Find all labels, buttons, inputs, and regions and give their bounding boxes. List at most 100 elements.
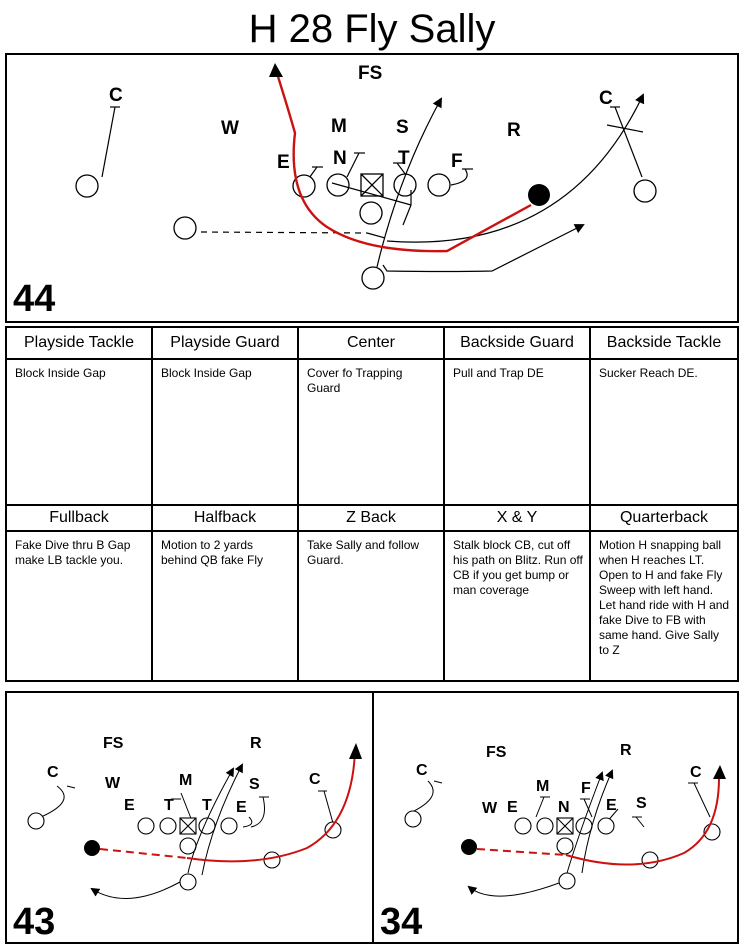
label-e-left: E [124,797,135,814]
ball-carrier-arrowhead [269,63,283,77]
label-t: T [398,148,410,169]
label-s: S [249,776,260,793]
black-routes [90,763,243,899]
assignment-cell: X & Y Stalk block CB, cut off his path on… [445,506,591,680]
label-e: E [277,152,290,173]
ball-carrier-arrowhead [713,765,726,779]
label-c-left: C [416,762,428,779]
assignment-text: Sucker Reach DE. [599,366,698,380]
label-n: N [558,799,570,816]
label-m: M [536,778,549,795]
label-fs: FS [486,744,507,761]
ball-carrier-path-sweep [186,750,356,863]
label-r: R [250,735,262,752]
label-m: M [179,772,192,789]
label-e-right: E [606,797,617,814]
ball-carrier-path [273,66,532,253]
label-c-right: C [599,88,613,109]
assignment-text: Fake Dive thru B Gap make LB tackle you. [15,538,131,567]
page-title: H 28 Fly Sally [248,7,496,51]
player-halfback [173,216,197,240]
assignment-position: Playside Tackle [7,328,151,360]
diagram-44-panel: FS C C W M S R E N T F [5,53,739,323]
label-w: W [105,775,121,792]
offense-players [27,812,342,891]
diagram-34: FS R C C M F W E N E S [380,742,726,943]
label-t-left: T [164,797,174,814]
label-c-left: C [109,85,123,106]
assignment-text: Block Inside Gap [161,366,252,380]
assignment-position: Halfback [153,506,297,532]
label-f: F [581,780,591,797]
ball-carrier-path [476,848,567,856]
defender-paths [101,106,644,186]
diagram-44: FS C C W M S R E N T F [13,63,657,320]
label-e-left: E [507,799,518,816]
ball-carrier-path-sweep [565,777,720,866]
label-w: W [221,118,239,139]
label-s: S [636,795,647,812]
assignment-position: Quarterback [591,506,737,532]
label-e-right: E [236,799,247,816]
player-wr-right [633,179,657,203]
defender-paths [409,780,711,828]
front-number-44: 44 [13,278,55,320]
diagram-34-panel: FS R C C M F W E N E S [372,691,739,944]
assignment-position: Playside Guard [153,328,297,360]
player-fullback [361,266,385,290]
offense-players [404,810,721,890]
assignment-text: Motion to 2 yards behind QB fake Fly [161,538,264,567]
ball-carrier-path [99,848,188,859]
assignment-text: Pull and Trap DE [453,366,544,380]
assignment-position: X & Y [445,506,589,532]
label-r: R [507,120,521,141]
assignment-position: Backside Guard [445,328,589,360]
label-fs: FS [358,63,382,84]
label-t-right: T [202,797,212,814]
player-ball-carrier [528,184,550,206]
assignment-position: Backside Tackle [591,328,737,360]
assignment-text: Stalk block CB, cut off his path on Blit… [453,538,583,597]
player-ball-carrier [461,839,477,855]
defender-paths [40,785,334,828]
label-f: F [451,151,463,172]
black-routes [200,93,645,273]
front-number-43: 43 [13,901,55,943]
label-c-left: C [47,764,59,781]
assignment-position: Center [299,328,443,360]
label-c-right: C [309,771,321,788]
assignment-position: Fullback [7,506,151,532]
label-fs: FS [103,735,124,752]
label-s: S [396,117,409,138]
offense-players [75,173,657,290]
player-right-tackle [427,173,451,197]
label-n: N [333,148,347,169]
player-ball-carrier [84,840,100,856]
diagram-43-panel: FS R C C W M S E T T E [5,691,374,944]
assignment-text: Take Sally and follow Guard. [307,538,420,567]
label-r: R [620,742,632,759]
label-m: M [331,116,347,137]
player-wr-left [75,174,99,198]
player-qb [359,201,383,225]
assignment-text: Block Inside Gap [15,366,106,380]
assignment-position: Z Back [299,506,443,532]
assignment-text: Motion H snapping ball when H reaches LT… [599,538,730,657]
assignment-text: Cover fo Trapping Guard [307,366,403,395]
diagram-43: FS R C C W M S E T T E [13,735,362,943]
front-number-34: 34 [380,901,422,943]
label-c-right: C [690,764,702,781]
black-routes [467,769,614,897]
ball-carrier-arrowhead [349,743,362,759]
label-w: W [482,800,498,817]
